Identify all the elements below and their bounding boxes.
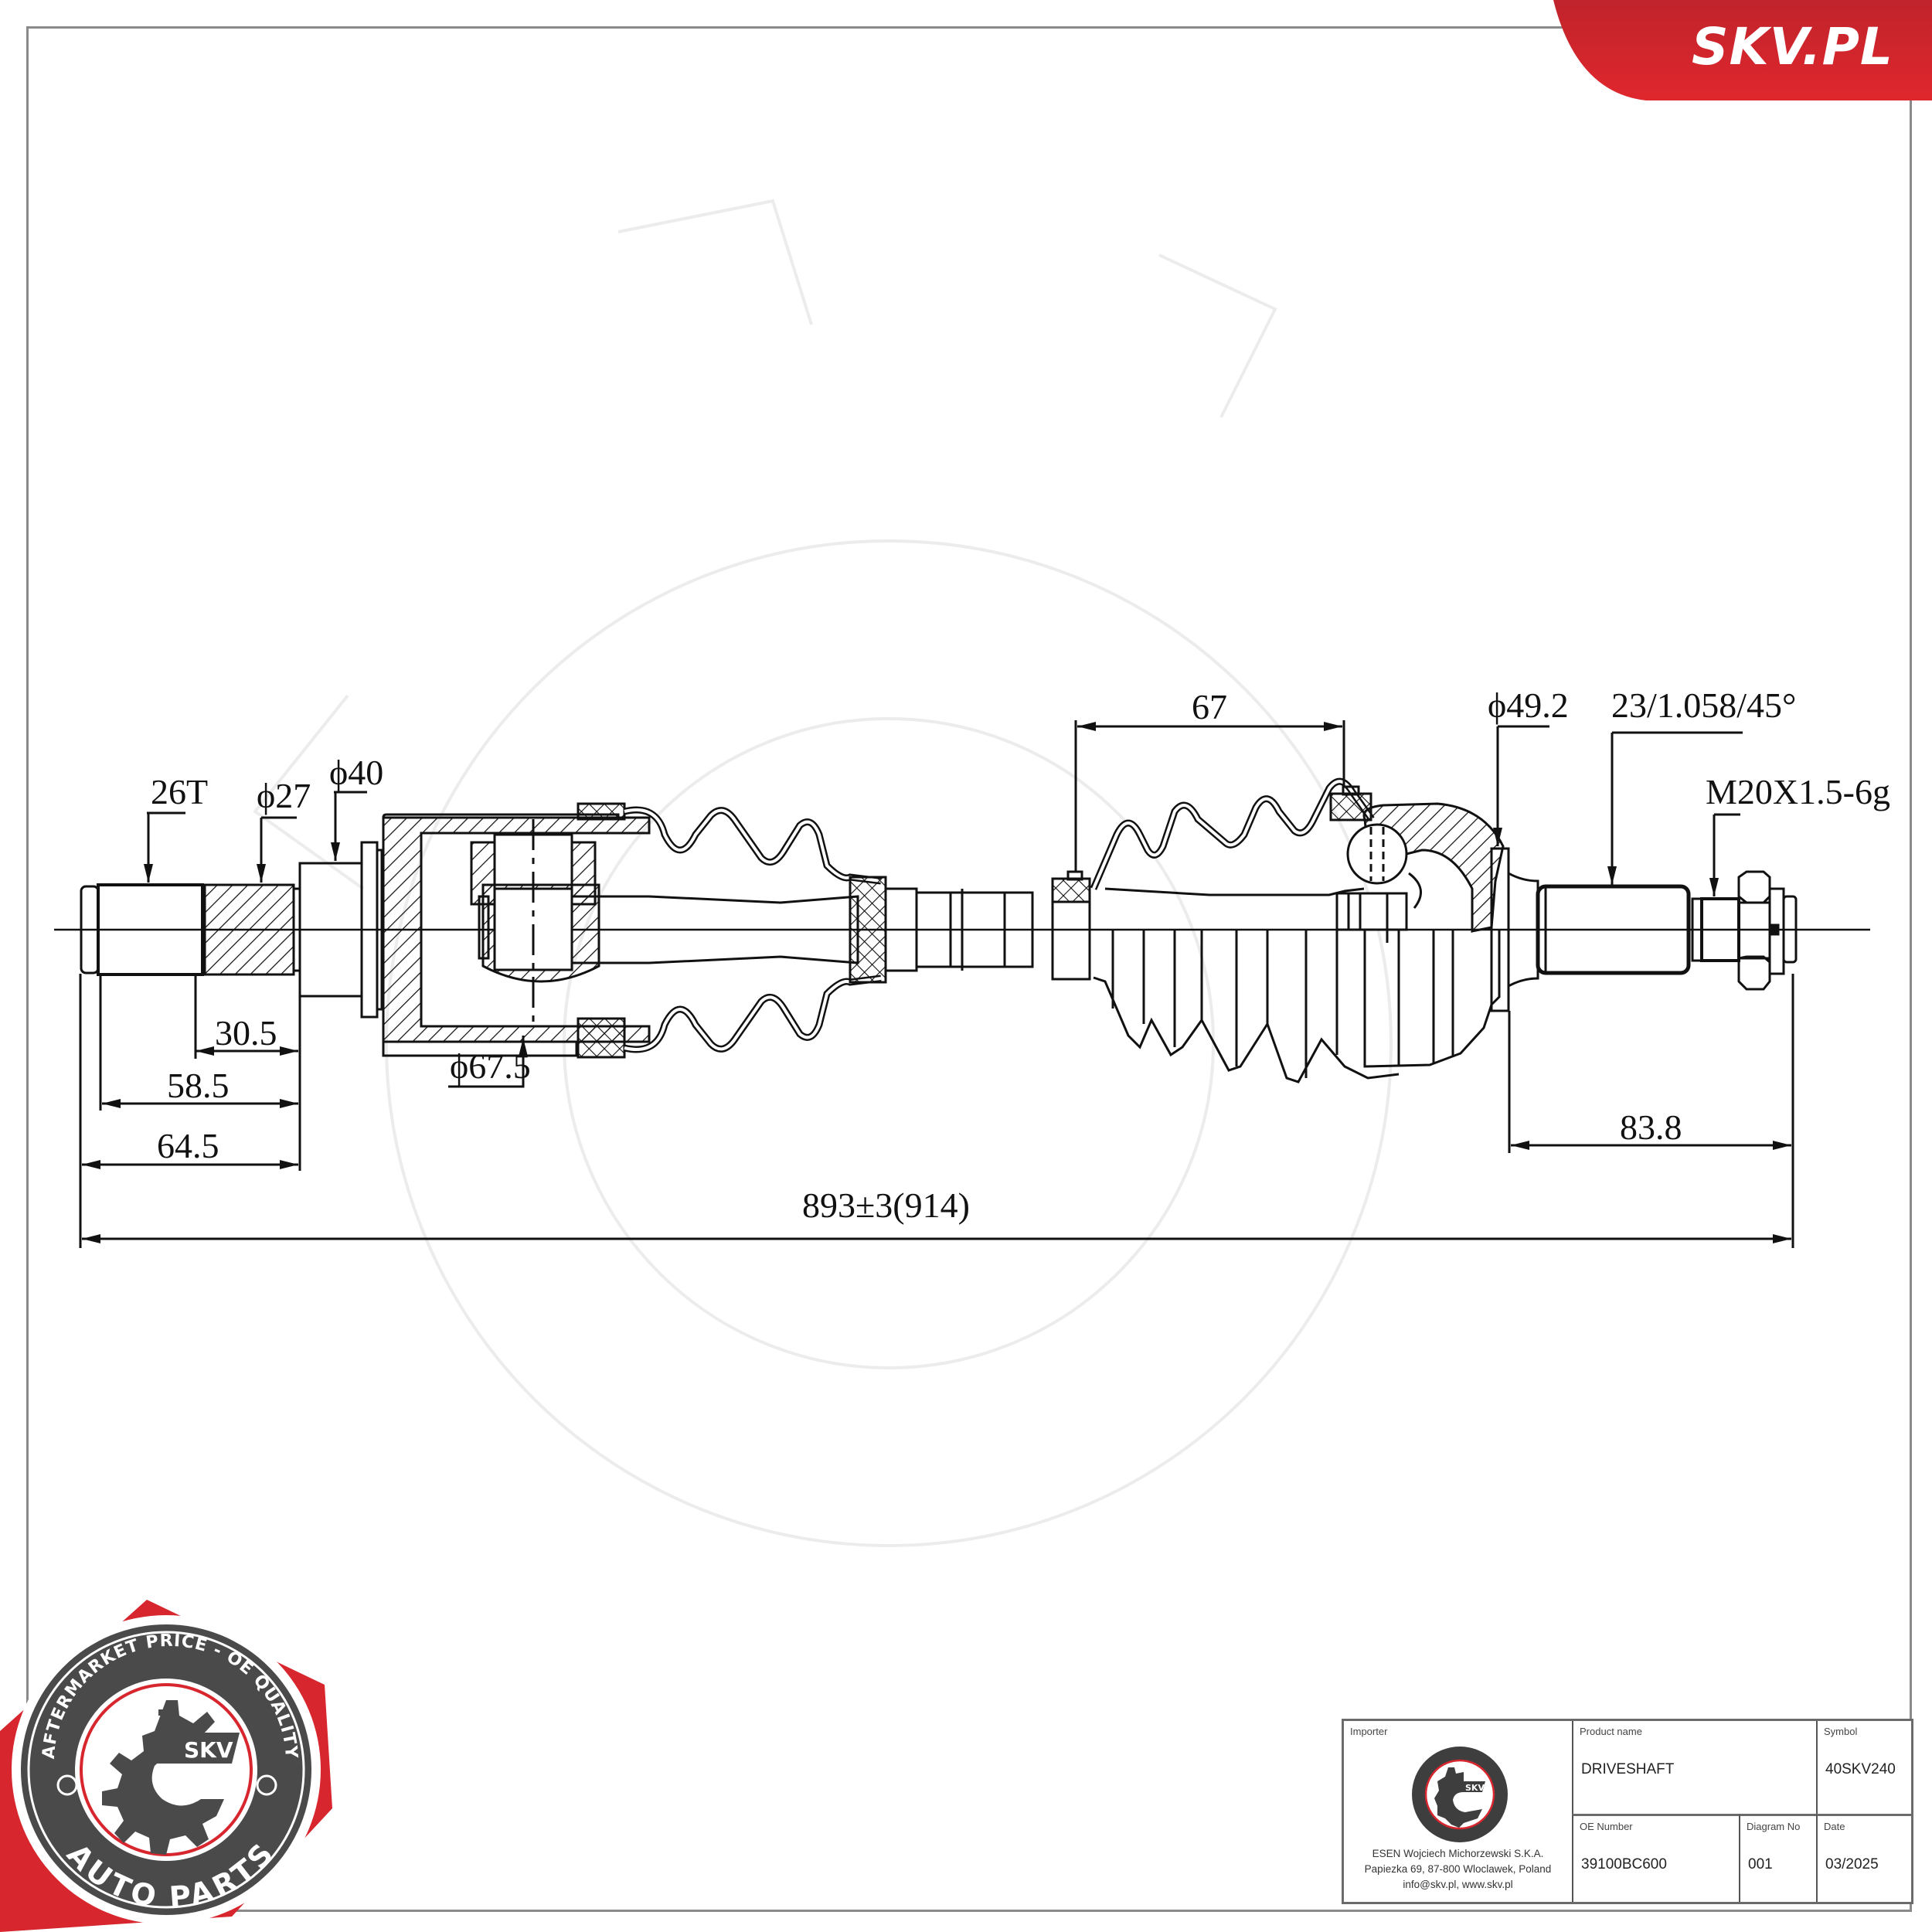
watermark-gear-icon <box>253 199 1393 1547</box>
title-block: Importer SKV ESEN Wojciech Michorzewski … <box>1342 1719 1913 1904</box>
gear-icon <box>102 1700 240 1855</box>
star-icon <box>56 1774 78 1796</box>
dim-83-8: 83.8 <box>1620 1107 1682 1147</box>
dim-67: 67 <box>1192 687 1227 726</box>
diagram-no-label: Diagram No <box>1747 1821 1801 1832</box>
mini-logo-text: SKV <box>1465 1783 1485 1793</box>
callout-dia-49-2: ϕ49.2 <box>1488 685 1569 725</box>
importer-contact: info@skv.pl, www.skv.pl <box>1403 1879 1513 1890</box>
skv-auto-parts-seal-logo: SKV AFTERMARKET PRICE - OE QUALITY AUTO … <box>0 1600 332 1932</box>
symbol-label: Symbol <box>1824 1726 1858 1737</box>
dim-30-5: 30.5 <box>215 1013 277 1053</box>
diagram-no-value: 001 <box>1748 1856 1773 1872</box>
seal-center-text: SKV <box>184 1737 233 1763</box>
importer-company: ESEN Wojciech Michorzewski S.K.A. <box>1372 1848 1544 1859</box>
importer-address: Papiezka 69, 87-800 Wloclawek, Poland <box>1364 1863 1552 1875</box>
callout-dia-27: ϕ27 <box>257 776 311 815</box>
callout-dia-67-5: ϕ67.5 <box>450 1046 531 1086</box>
date-label: Date <box>1824 1821 1845 1832</box>
callout-26t: 26T <box>151 772 208 811</box>
product-name-label: Product name <box>1580 1726 1642 1737</box>
callout-thread: M20X1.5-6g <box>1706 772 1890 811</box>
importer-cell: Importer SKV ESEN Wojciech Michorzewski … <box>1344 1721 1572 1902</box>
star-icon <box>256 1774 277 1796</box>
dim-58-5: 58.5 <box>167 1066 230 1105</box>
site-brand-label: SKV.PL <box>1692 17 1893 77</box>
brand-banner <box>1553 0 1932 100</box>
diagram-no-cell: Diagram No 001 <box>1739 1814 1816 1902</box>
importer-logo: SKV <box>1412 1747 1508 1842</box>
dim-overall-length: 893±3(914) <box>802 1185 970 1225</box>
product-name-cell: Product name DRIVESHAFT <box>1572 1721 1816 1814</box>
oe-number-label: OE Number <box>1580 1821 1633 1832</box>
symbol-value: 40SKV240 <box>1825 1761 1896 1777</box>
product-name-value: DRIVESHAFT <box>1581 1761 1675 1777</box>
oe-number-cell: OE Number 39100BC600 <box>1572 1814 1739 1902</box>
drawing-frame <box>26 26 1912 1912</box>
oe-number-value: 39100BC600 <box>1581 1856 1667 1872</box>
callout-outer-spline: 23/1.058/45° <box>1611 685 1796 725</box>
importer-label: Importer <box>1350 1726 1388 1737</box>
date-cell: Date 03/2025 <box>1816 1814 1911 1902</box>
dim-64-5: 64.5 <box>157 1126 219 1165</box>
date-value: 03/2025 <box>1825 1856 1879 1872</box>
importer-address-block: ESEN Wojciech Michorzewski S.K.A. Papiez… <box>1344 1846 1572 1893</box>
symbol-cell: Symbol 40SKV240 <box>1816 1721 1911 1814</box>
callout-dia-40: ϕ40 <box>329 753 383 792</box>
